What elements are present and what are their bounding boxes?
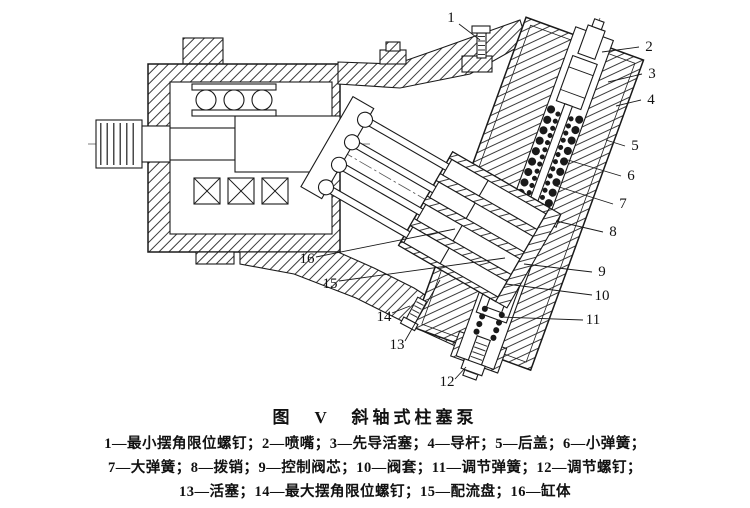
piston-ball-joint (317, 179, 335, 196)
callout-numbers: 1 2 3 4 5 6 7 8 9 10 11 12 13 14 15 16 (300, 10, 656, 390)
callout-14: 14 (377, 309, 393, 325)
callout-11: 11 (586, 312, 600, 328)
callout-2: 2 (645, 39, 653, 55)
callout-4: 4 (647, 92, 655, 108)
callout-16: 16 (300, 251, 316, 267)
drive-shaft (95, 115, 341, 173)
case-boss (379, 49, 407, 65)
callout-8: 8 (609, 224, 617, 240)
valve-plate (494, 207, 562, 309)
small-spring (537, 116, 574, 206)
piston-ball-joint (330, 156, 348, 173)
bearing-ball (195, 89, 217, 111)
bearing-roller-section (193, 177, 289, 205)
piston-ball-joint (356, 111, 374, 128)
piston (416, 203, 463, 242)
figure-caption: 图 V 斜轴式柱塞泵 (272, 408, 478, 427)
legend-line-3: 13—活塞；14—最大摆角限位螺钉；15—配流盘；16—缸体 (179, 484, 571, 500)
pump-cross-section-diagram: 1 2 3 4 5 6 7 8 9 10 11 12 13 14 15 16 (88, 10, 656, 390)
bearing-ball (251, 89, 273, 111)
callout-15: 15 (323, 276, 338, 292)
callout-5: 5 (631, 138, 639, 154)
min-angle-limit-screw (461, 25, 493, 73)
callout-13: 13 (390, 337, 405, 353)
bearing-ball (223, 89, 245, 111)
adjusting-spring (489, 311, 505, 345)
callout-12: 12 (440, 374, 455, 390)
legend-line-2: 7—大弹簧；8—拨销；9—控制阀芯；10—阀套；11—调节弹簧；12—调节螺钉； (108, 460, 642, 476)
callout-leader-lines (315, 23, 643, 380)
piston-ball-joint (343, 134, 361, 151)
piston (442, 158, 489, 197)
max-angle-limit-screw (399, 296, 428, 332)
callout-3: 3 (648, 66, 656, 82)
bearings (191, 83, 289, 205)
callout-10: 10 (595, 288, 610, 304)
big-spring (543, 115, 584, 212)
callout-6: 6 (627, 168, 635, 184)
piston (403, 226, 450, 265)
callout-9: 9 (598, 264, 606, 280)
pistons (317, 111, 489, 265)
drive-flange (300, 95, 375, 200)
cylinder-block-assembly (300, 95, 562, 309)
legend-line-1: 1—最小摆角限位螺钉；2—喷嘴；3—先导活塞；4—导杆；5—后盖；6—小弹簧； (104, 436, 646, 452)
figure-legend: 1—最小摆角限位螺钉；2—喷嘴；3—先导活塞；4—导杆；5—后盖；6—小弹簧； … (0, 432, 750, 504)
callout-7: 7 (619, 196, 627, 212)
caption-area: 图 V 斜轴式柱塞泵 1—最小摆角限位螺钉；2—喷嘴；3—先导活塞；4—导杆；5… (0, 403, 750, 504)
piston (429, 181, 476, 220)
callout-1: 1 (447, 10, 455, 26)
shaft-spline-end (95, 119, 143, 169)
